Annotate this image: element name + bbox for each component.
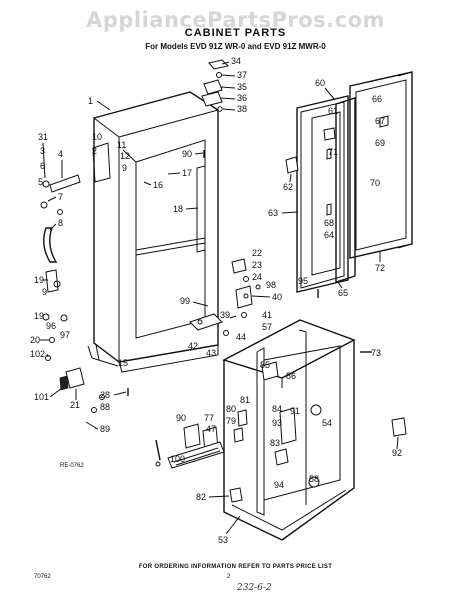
callout-42: 42 xyxy=(188,341,198,351)
callout-21: 21 xyxy=(70,400,80,410)
callout-8: 8 xyxy=(58,218,63,228)
callout-68: 68 xyxy=(324,218,334,228)
callout-102: 102 xyxy=(30,349,45,359)
callout-61: 61 xyxy=(328,106,338,116)
callout-94: 94 xyxy=(274,480,284,490)
callout-81: 81 xyxy=(240,395,250,405)
callout-53: 53 xyxy=(218,535,228,545)
callout-98: 98 xyxy=(266,280,276,290)
callout-86: 86 xyxy=(286,371,296,381)
left-hardware-parts xyxy=(40,174,129,429)
callout-24: 24 xyxy=(252,272,262,282)
callout-17: 17 xyxy=(182,168,192,178)
callout-28: 28 xyxy=(100,390,110,400)
callout-92: 92 xyxy=(392,448,402,458)
callout-89: 89 xyxy=(100,424,110,434)
callout-15: 15 xyxy=(118,358,128,368)
callout-62: 62 xyxy=(283,182,293,192)
callout-84: 84 xyxy=(272,404,282,414)
callout-9: 9 xyxy=(42,287,47,297)
page-number: 2 xyxy=(227,574,231,580)
callout-37: 37 xyxy=(237,70,247,80)
callout-40: 40 xyxy=(272,292,282,302)
handwritten-note: 232-6-2 xyxy=(237,583,272,593)
callout-100: 100 xyxy=(170,454,185,464)
top-hardware-parts xyxy=(201,59,230,158)
callout-82: 82 xyxy=(196,492,206,502)
callout-19-top: 19 xyxy=(34,275,44,285)
callout-58: 58 xyxy=(309,474,319,484)
callout-43: 43 xyxy=(206,348,216,358)
callout-70: 70 xyxy=(370,178,380,188)
callout-63: 63 xyxy=(268,208,278,218)
callout-4: 4 xyxy=(58,149,63,159)
callout-7: 7 xyxy=(58,192,63,202)
callout-95: 95 xyxy=(298,276,308,286)
callout-54: 54 xyxy=(322,418,332,428)
callout-60: 60 xyxy=(315,78,325,88)
callout-101: 101 xyxy=(34,392,49,402)
callout-20: 20 xyxy=(30,335,40,345)
callout-90-top: 90 xyxy=(182,149,192,159)
callout-31: 31 xyxy=(38,132,48,142)
callout-64: 64 xyxy=(324,230,334,240)
bottom-left-code: 70762 xyxy=(34,574,51,580)
callout-16: 16 xyxy=(153,180,163,190)
callout-38: 38 xyxy=(237,104,247,114)
callout-57: 57 xyxy=(262,322,272,332)
callout-80: 80 xyxy=(226,404,236,414)
callout-72: 72 xyxy=(375,263,385,273)
callout-1: 1 xyxy=(88,96,93,106)
callout-96: 96 xyxy=(46,321,56,331)
callout-labels: 34 37 35 36 38 1 90 17 16 18 31 3 4 6 5 … xyxy=(30,56,402,545)
callout-67: 67 xyxy=(375,116,385,126)
callout-22: 22 xyxy=(252,248,262,258)
callout-23: 23 xyxy=(252,260,262,270)
callout-93: 93 xyxy=(272,418,282,428)
callout-18: 18 xyxy=(173,204,183,214)
diagram-title: CABINET PARTS xyxy=(184,27,287,39)
callout-41: 41 xyxy=(262,310,272,320)
callout-73: 73 xyxy=(371,348,381,358)
callout-65: 65 xyxy=(338,288,348,298)
callout-85: 85 xyxy=(260,360,270,370)
callout-35: 35 xyxy=(237,82,247,92)
right-side-parts xyxy=(360,351,407,437)
callout-19: 19 xyxy=(34,311,44,321)
callout-10: 10 xyxy=(92,132,102,142)
reference-code: RE-0762 xyxy=(60,463,84,469)
callout-34: 34 xyxy=(231,56,241,66)
callout-12: 12 xyxy=(120,151,130,161)
diagram-subtitle: For Models EVD 91Z WR-0 and EVD 91Z MWR-… xyxy=(145,42,326,51)
callout-90-lower: 90 xyxy=(176,413,186,423)
callout-69: 69 xyxy=(375,138,385,148)
callout-5: 5 xyxy=(38,177,43,187)
lower-liner-drawing xyxy=(222,319,356,541)
callout-66: 66 xyxy=(372,94,382,104)
callout-36: 36 xyxy=(237,93,247,103)
callout-83: 83 xyxy=(270,438,280,448)
callout-9-top: 9 xyxy=(122,163,127,173)
callout-99: 99 xyxy=(180,296,190,306)
middle-hardware-parts xyxy=(189,258,319,336)
callout-97: 97 xyxy=(60,330,70,340)
control-panel-parts xyxy=(155,423,225,469)
callout-91: 91 xyxy=(290,406,300,416)
callout-77: 77 xyxy=(204,413,214,423)
callout-39: 39 xyxy=(220,310,230,320)
callout-44: 44 xyxy=(236,332,246,342)
watermark: AppliancePartsPros.com xyxy=(86,8,385,32)
callout-11: 11 xyxy=(117,140,126,150)
callout-3: 3 xyxy=(40,146,45,156)
callout-47: 47 xyxy=(206,424,216,434)
callout-2: 2 xyxy=(92,146,97,156)
callout-71: 71 xyxy=(328,147,338,157)
callout-88: 88 xyxy=(100,402,110,412)
ordering-footer: FOR ORDERING INFORMATION REFER TO PARTS … xyxy=(138,564,333,570)
callout-6: 6 xyxy=(40,161,45,171)
callout-79: 79 xyxy=(226,416,236,426)
door-drawing xyxy=(285,71,413,293)
